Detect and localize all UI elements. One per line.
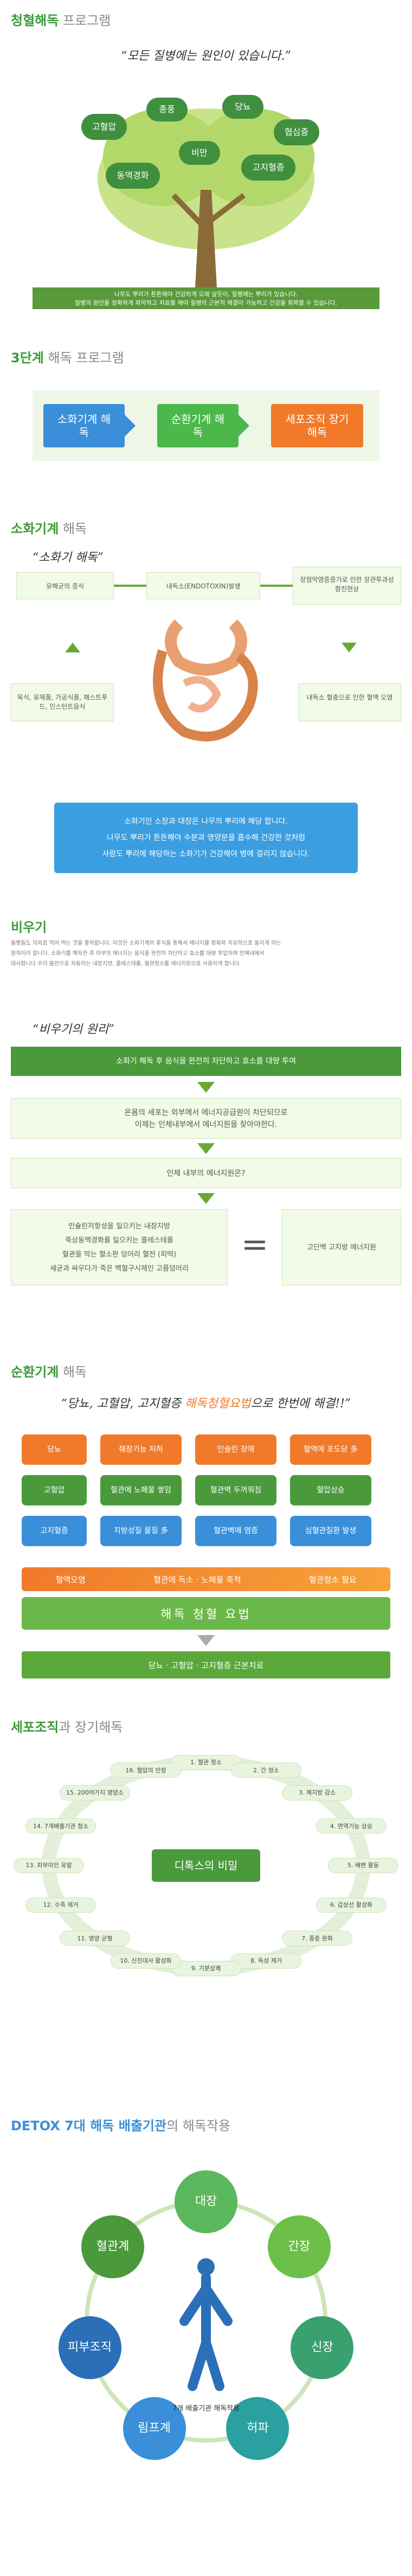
- circ-strip: 혈액오염 혈관에 독소 · 노폐물 축적 혈관청소 필요: [22, 1567, 390, 1591]
- circ-cell: 췌장기능 저하: [100, 1434, 182, 1465]
- cell-benefit-item: 7. 중증 완화: [282, 1931, 353, 1946]
- circ-cell: 혈압상승: [290, 1475, 371, 1505]
- circ-cell: 인슐린 장애: [195, 1434, 276, 1465]
- digest-quote: “소화기 해독”: [33, 551, 104, 565]
- cell-benefit-item: 10. 신진대사 활성화: [111, 1953, 182, 1969]
- circ-brand: 해독 청혈 요법: [22, 1597, 390, 1630]
- stage3-title: 3단계 해독 프로그램: [11, 350, 124, 366]
- detox-secret: 디톡스의 비밀: [152, 1849, 260, 1882]
- leaf-obesity: 비만: [179, 141, 220, 165]
- circ-title: 순환기계 해독: [11, 1364, 87, 1380]
- cell-benefit-item: 5. 배변 활동: [328, 1858, 398, 1873]
- arrow-down-icon: [342, 643, 357, 652]
- tree-section: “모든 질병에는 원인이 있습니다.” 고혈압 종풍 당뇨 비만 협심증 동맥경…: [0, 33, 412, 325]
- cell-benefit-item: 9. 기분상쾌: [171, 1961, 241, 1976]
- box-bad-bacteria: 유해균의 증식: [16, 572, 114, 599]
- box-endotoxin: 내독소(ENDOTOXIN)발생: [146, 572, 260, 599]
- leaf-high-blood-pressure: 고혈압: [81, 114, 127, 140]
- organ-node: 간장: [268, 2215, 331, 2278]
- circ-cell: 당뇨: [22, 1434, 87, 1465]
- leaf-stroke: 종풍: [146, 98, 188, 121]
- stage-digestive: 소화기계 해독: [43, 404, 125, 447]
- box-blood-contamination: 내독소 혈중으로 인한 혈액 오염: [298, 683, 401, 721]
- detox7-title: DETOX 7대 해독 배출기관의 해독작용: [11, 2118, 231, 2133]
- obesity-step4: 인슐린저항성을 일으키는 내장지방 죽상동맥경화를 일으키는 콜레스테롤 혈관을…: [11, 1209, 228, 1285]
- organ-node: 피부조직: [58, 2316, 121, 2379]
- arrow-up-icon: [65, 643, 80, 652]
- cell-benefit-item: 16. 혈압의 안정: [111, 1763, 182, 1778]
- stage3-section: 소화기계 해독 순환기계 해독 세포조직 장기해독: [0, 374, 412, 483]
- obesity-quote: “비우기의 원리”: [33, 1023, 114, 1036]
- obesity-step3: 인체 내부의 에너지원은?: [11, 1158, 401, 1188]
- obesity-step1: 소화기 해독 후 음식을 완전히 차단하고 효소를 대량 투여: [11, 1047, 401, 1076]
- circ-cell: 고혈압: [22, 1475, 87, 1505]
- circ-quote: “당뇨, 고혈압, 고지혈증 해독청혈요법으로 한번에 해결!!”: [61, 1397, 351, 1411]
- circ-cell: 혈액에 포도당 多: [290, 1434, 371, 1465]
- arrow-down-icon: [197, 1635, 215, 1646]
- cell-title: 세포조직과 장기해독: [11, 1720, 123, 1735]
- obesity-step2: 온몸의 세포는 외부에서 에너지공급원이 차단되므로 이제는 인체내부에서 에너…: [11, 1098, 401, 1139]
- cell-benefit-item: 8. 독성 제거: [230, 1953, 301, 1969]
- arrow-right-icon: [125, 415, 136, 437]
- leaf-diabetes: 당뇨: [222, 95, 263, 119]
- obesity-intro: 몸짱들도 의외로 먹어 먹는 것을 좋아합니다. 이것은 소화기계의 휴식을 통…: [11, 940, 281, 967]
- cell-benefit-item: 14. 7개배출기관 청소: [25, 1818, 96, 1834]
- equals-sign: =: [241, 1226, 269, 1264]
- arrow-down-icon: [197, 1193, 215, 1204]
- digest-note: 소화기인 소장과 대장은 나무의 뿌리에 해당 합니다. 나무도 뿌리가 튼튼해…: [54, 803, 358, 873]
- stage-cell-organ: 세포조직 장기해독: [271, 404, 363, 447]
- leaf-angina: 협심증: [274, 119, 319, 145]
- digest-section: “소화기 해독” 유해균의 증식 내독소(ENDOTOXIN)발생 장점막염증증…: [0, 542, 412, 889]
- box-gut-permeability: 장점막염증증가로 인한 장관투과성항진현상: [293, 567, 401, 605]
- tree-illustration: [33, 108, 379, 309]
- cell-benefit-item: 12. 수족 제거: [25, 1897, 96, 1913]
- circ-cell: 지방성질 물질 多: [100, 1516, 182, 1546]
- arrow-right-icon: [239, 415, 249, 437]
- box-diet: 육식, 유제품, 가공식품, 패스트푸드, 인스턴트음식: [11, 683, 114, 721]
- circ-cell: 고지혈증: [22, 1516, 87, 1546]
- organ-node: 대장: [175, 2170, 237, 2233]
- cell-benefit-item: 11. 영양 균형: [59, 1931, 130, 1946]
- cell-benefit-item: 1. 혈관 청소: [171, 1755, 241, 1770]
- arrow-down-icon: [197, 1143, 215, 1154]
- cell-benefit-item: 3. 체지방 감소: [282, 1785, 353, 1800]
- tree-description: 나무도 뿌리가 튼튼해야 건강하게 오래 살듯이, 질병에는 뿌리가 있습니다.…: [74, 291, 338, 306]
- circ-cell: 혈관에 노폐물 쌓임: [100, 1475, 182, 1505]
- cell-benefit-item: 2. 간 청소: [230, 1763, 301, 1778]
- organ-caption: 7개 배출기관 해독작용: [172, 2405, 240, 2413]
- cell-benefit-item: 6. 갑상선 활성화: [316, 1897, 387, 1913]
- organ-node: 신장: [291, 2316, 354, 2379]
- leaf-hyperlipidemia: 고지혈증: [241, 155, 295, 181]
- tree-quote: “모든 질병에는 원인이 있습니다.”: [121, 49, 291, 63]
- cell-benefit-item: 4. 면역기능 상승: [316, 1818, 387, 1834]
- arrow-down-icon: [197, 1082, 215, 1093]
- leaf-atherosclerosis: 동맥경화: [106, 163, 160, 189]
- organ-node: 혈관계: [81, 2215, 144, 2278]
- cell-benefit-item: 15. 200여가지 영양소: [59, 1785, 130, 1800]
- circ-cell: 혈관벽에 염증: [195, 1516, 276, 1546]
- obesity-step5: 고단백 고지방 에너지원: [282, 1209, 401, 1285]
- circ-cell: 혈관벽 두꺼워짐: [195, 1475, 276, 1505]
- digest-title: 소화기계 해독: [11, 521, 87, 536]
- circ-result: 당뇨 · 고혈압 · 고지혈증 근본치료: [22, 1651, 390, 1678]
- obesity-title: 비우기: [11, 920, 47, 935]
- circ-cell: 심혈관질환 발생: [290, 1516, 371, 1546]
- stage-circulatory: 순환기계 해독: [157, 404, 239, 447]
- circ-section: “당뇨, 고혈압, 고지혈증 해독청혈요법으로 한번에 해결!!” 당뇨 췌장기능…: [0, 1388, 412, 1692]
- cell-benefit-item: 13. 피부미인 유발: [14, 1858, 84, 1873]
- page-title: 청혈해독 프로그램: [11, 13, 111, 28]
- intestine-illustration: [114, 585, 293, 742]
- organ-node: 허파: [226, 2397, 289, 2460]
- organ-node: 림프계: [123, 2397, 186, 2460]
